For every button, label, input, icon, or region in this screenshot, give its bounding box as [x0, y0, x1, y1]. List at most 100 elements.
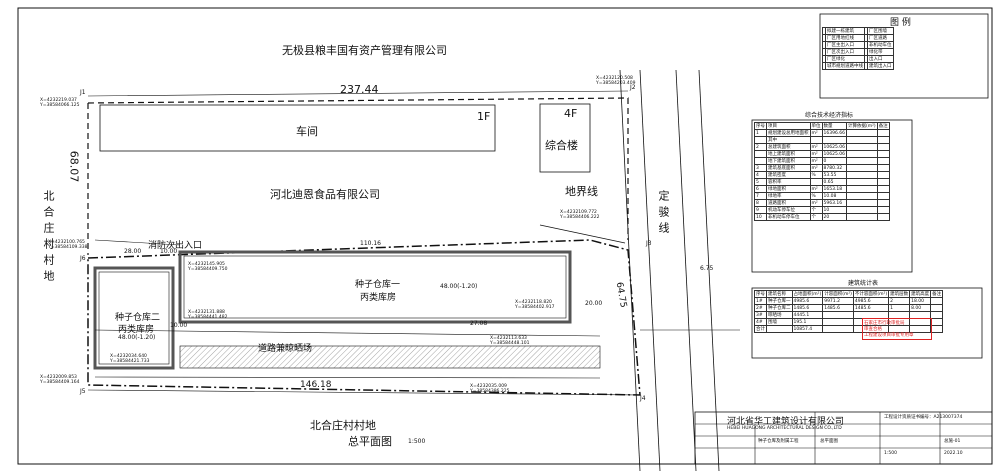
stats-cell: 2 — [888, 297, 911, 305]
workshop-outline — [99, 104, 496, 152]
warehouse1-elev: 48.00(-1.20) — [440, 283, 478, 290]
stats-cell: 晾晒场 — [766, 311, 793, 319]
coord-c4: X=4232118.820 Y=38584402.917 — [515, 300, 555, 310]
tech-cell — [845, 143, 878, 151]
stats-header: 序号建筑名称占地面积(m²)计容面积(m²)不计容面积(m²)建筑层数建筑高度备… — [754, 290, 944, 298]
legend-cell: 厂区次出入口 — [825, 48, 865, 56]
legend-row: 厂区用地红线厂区道路 — [822, 34, 894, 42]
tb-sheet: 总施-01 — [944, 439, 961, 444]
tech-cell: 0 — [821, 157, 847, 165]
tech-cell — [754, 150, 767, 158]
stats-header-cell: 建筑高度 — [909, 290, 932, 298]
tech-cell — [876, 171, 890, 179]
tech-cell: 10.08 — [821, 192, 847, 200]
tech-cell — [754, 136, 767, 144]
legend-row: 厂区次出入口绿化带 — [822, 48, 894, 56]
legend-row: 厂区主出入口非机动车位 — [822, 41, 894, 49]
stats-cell: 1 — [888, 304, 911, 312]
dim-d6: 27.08 — [470, 320, 488, 327]
tech-cell — [876, 157, 890, 165]
tech-cell — [876, 178, 890, 186]
tech-cell: 10625.06 — [821, 143, 847, 151]
stats-cell: 种子仓库一 — [766, 297, 793, 305]
internal-road-2 — [94, 376, 601, 379]
tech-cell: 16396.66 — [821, 129, 847, 137]
corner-j5: J5 — [80, 388, 86, 395]
tech-cell: m² — [809, 157, 823, 165]
tb-drawing: 总平面图 — [820, 439, 838, 444]
stats-header-cell: 序号 — [754, 290, 767, 298]
site-boundary — [87, 239, 641, 396]
dim-d3: 110.16 — [360, 240, 381, 247]
tech-cell: 地下建筑面积 — [766, 157, 811, 165]
tech-cell: % — [809, 192, 823, 200]
dim-bottom-length: 146.18 — [300, 380, 332, 390]
legend-cell — [864, 62, 868, 70]
tech-header-cell: 计算依据(m²) — [845, 122, 878, 130]
corner-j6: J6 — [80, 255, 86, 262]
boundary-diagonal — [539, 224, 626, 244]
road-edge-3 — [675, 69, 697, 471]
drawing-scale: 1:500 — [408, 438, 426, 445]
tech-cell: 8780.32 — [821, 164, 847, 172]
tech-cell — [809, 136, 823, 144]
legend-cell: 绿化带 — [867, 48, 894, 56]
tech-cell — [845, 136, 878, 144]
road-edge-4 — [698, 69, 720, 471]
stats-header-cell: 建筑层数 — [888, 290, 911, 298]
tech-cell — [845, 129, 878, 137]
tech-cell: m² — [809, 143, 823, 151]
legend-row: 城市规划道路中线建筑出入口 — [822, 62, 894, 70]
stats-cell — [930, 311, 944, 319]
tb-cert: 工程设计资质证书编号：A213007374 — [884, 415, 963, 420]
tech-cell — [809, 178, 823, 186]
legend-cell: 厂区用地红线 — [825, 34, 865, 42]
legend-table: 拟建一栋建筑厂区围墙厂区用地红线厂区道路厂区主出入口非机动车位厂区次出入口绿化带… — [822, 27, 894, 70]
tech-cell — [845, 178, 878, 186]
tech-cell: m² — [809, 164, 823, 172]
tech-cell: 7 — [754, 192, 767, 200]
stats-table-title: 建筑统计表 — [848, 280, 879, 287]
tb-company-en: HEBEI HUAGONG ARCHITECTURAL DESIGN CO.,L… — [727, 426, 842, 431]
legend-cell: 厂区主出入口 — [825, 41, 865, 49]
dim-d5: 20.00 — [585, 300, 603, 307]
dim-left-width: 68.07 — [67, 150, 81, 183]
tb-scale: 1:500 — [884, 451, 897, 456]
tech-header-cell: 单位 — [809, 122, 823, 130]
fire-entrance-label: 消防次出入口 — [148, 241, 203, 251]
stats-cell: 3# — [754, 311, 767, 319]
stats-cell: 围墙 — [766, 318, 793, 326]
tech-cell: 6 — [754, 185, 767, 193]
coord-j5: X=4232009.853 Y=38584409.164 — [40, 375, 80, 385]
west-village-label: 北合庄村村地 — [42, 190, 55, 286]
tech-cell — [821, 136, 847, 144]
stats-cell: 种子仓库二 — [766, 304, 793, 312]
tech-cell: 建筑密度 — [766, 171, 811, 179]
tech-cell — [876, 185, 890, 193]
coord-j2: X=4232120.508 Y=38584203.409 — [596, 76, 636, 86]
south-village-label: 北合庄村村地 — [310, 419, 376, 432]
tech-cell: 其中 — [766, 136, 811, 144]
stats-cell: 18.00 — [909, 297, 932, 305]
stats-header-cell: 建筑名称 — [766, 290, 793, 298]
stats-cell: 4985.6 — [791, 297, 824, 305]
stats-cell: 4985.6 — [852, 297, 890, 305]
tech-cell: 建筑基底面积 — [766, 164, 811, 172]
tech-cell: 2 — [754, 143, 767, 151]
dim-top — [87, 90, 629, 97]
sheet-frame — [17, 7, 993, 465]
tech-cell — [876, 213, 890, 221]
stats-header-cell: 备注 — [930, 290, 944, 298]
tech-cell: 4 — [754, 171, 767, 179]
tech-header-cell: 备注 — [876, 122, 890, 130]
road-edge-1 — [619, 69, 641, 471]
dim-d1: 28.00 — [124, 248, 142, 255]
tech-cell: 1 — [754, 129, 767, 137]
tech-cell — [845, 192, 878, 200]
dim-d2: 10.00 — [160, 248, 178, 255]
warehouse1-name: 种子仓库一 — [355, 280, 401, 290]
